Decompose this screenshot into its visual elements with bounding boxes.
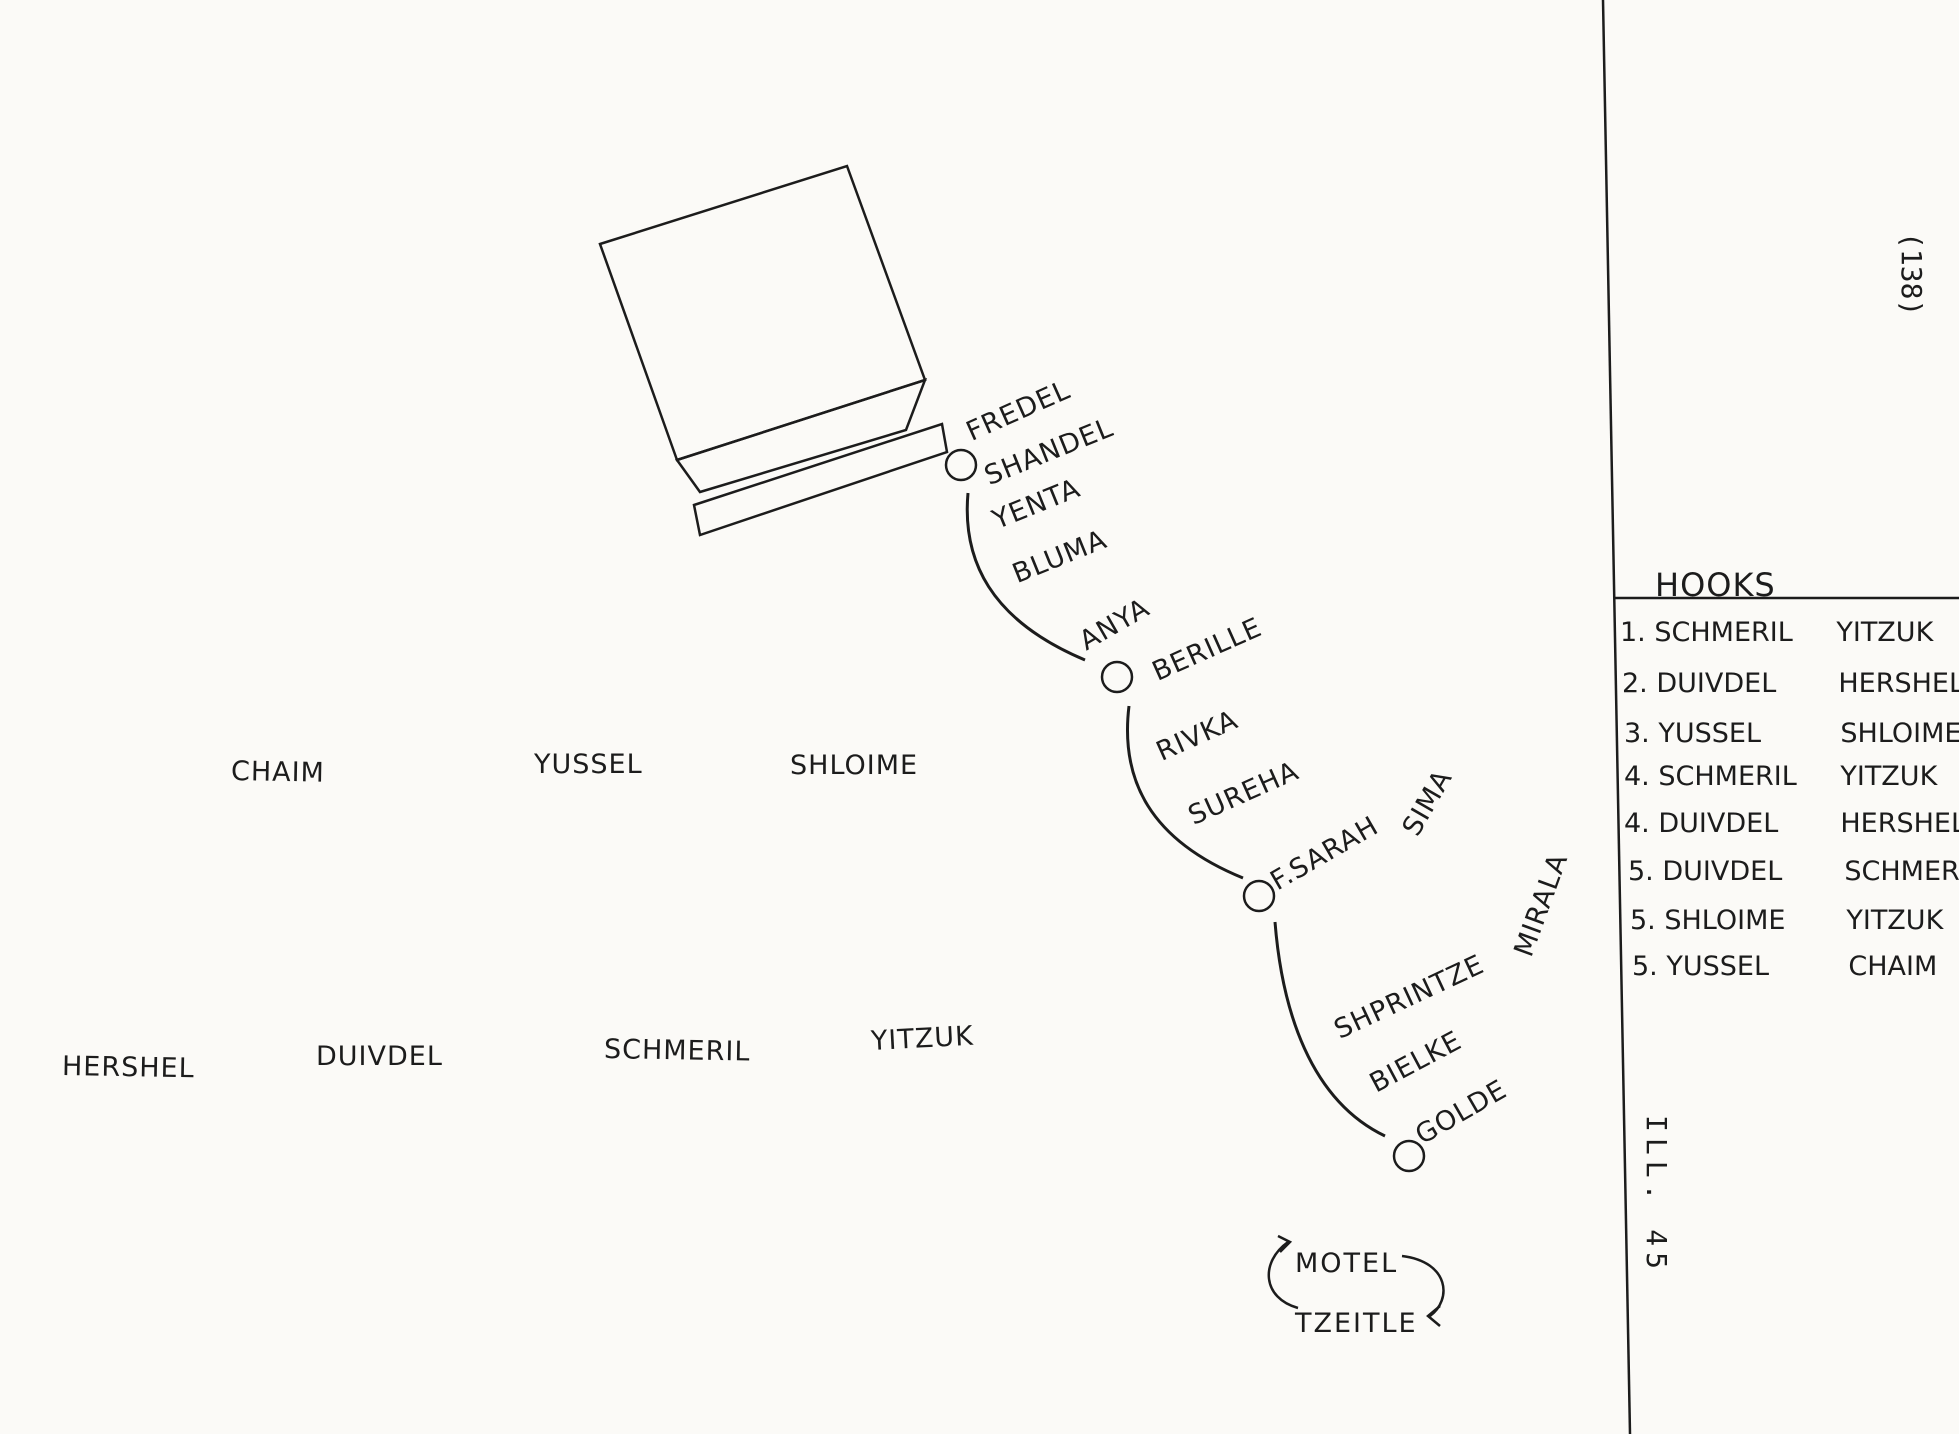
- couple-arrowhead-right: [1426, 1305, 1441, 1327]
- chain-arc-1: [965, 492, 1086, 662]
- house-body: [598, 164, 927, 462]
- couple-label: TZEITLE: [1295, 1308, 1418, 1339]
- couple-label: MOTEL: [1295, 1248, 1399, 1279]
- pivot-circle-1: [944, 448, 978, 482]
- house-base: [692, 422, 949, 537]
- chain-arc-2: [1126, 705, 1244, 880]
- pivot-circle-4: [1392, 1139, 1426, 1173]
- dancer-label: HERSHEL: [61, 1051, 195, 1085]
- couple-arrow-left: [1267, 1240, 1299, 1310]
- dancer-label: DUIVDEL: [316, 1041, 443, 1072]
- page-number: (138): [1895, 232, 1928, 317]
- pivot-circle-2: [1100, 660, 1134, 694]
- dancer-label: CHAIM: [230, 756, 326, 789]
- house-funnel: [674, 378, 928, 494]
- margin-rule: [1601, 0, 1632, 1434]
- dancer-label: YUSSEL: [534, 749, 643, 780]
- dancer-label: YITZUK: [870, 1020, 975, 1057]
- chain-arc-3: [1273, 921, 1386, 1138]
- dancer-label: SCHMERIL: [603, 1034, 751, 1068]
- pivot-circle-3: [1242, 879, 1276, 913]
- hooks-title: HOOKS: [1655, 566, 1776, 604]
- couple-arrowhead-left: [1277, 1234, 1293, 1253]
- dancer-label: SHLOIME: [790, 750, 919, 781]
- illustration-caption: ILL. 45: [1640, 1115, 1673, 1276]
